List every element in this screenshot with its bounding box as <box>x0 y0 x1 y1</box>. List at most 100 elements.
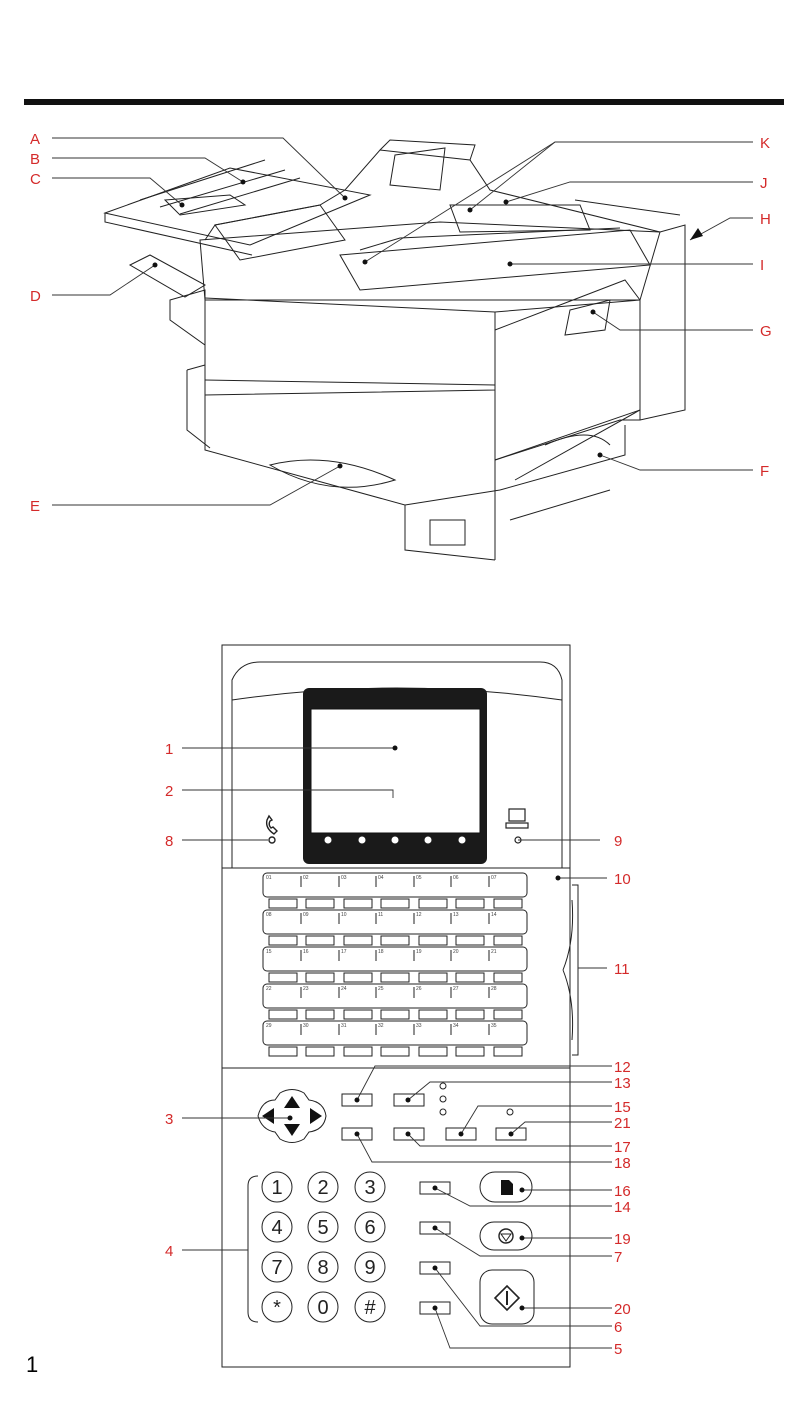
one-touch-key[interactable] <box>343 1046 373 1057</box>
arrow-up-icon[interactable] <box>284 1096 300 1108</box>
label-18: 18 <box>614 1155 631 1172</box>
navigation-keys[interactable] <box>257 1089 327 1143</box>
bell-icon <box>457 819 467 829</box>
one-touch-key[interactable] <box>380 1009 410 1020</box>
one-touch-key[interactable] <box>493 1009 523 1020</box>
memory-number: 08 <box>266 912 272 918</box>
memory-number: 20 <box>453 949 459 955</box>
keypad-key-label: 9 <box>364 1257 375 1279</box>
one-touch-key[interactable] <box>343 898 373 909</box>
one-touch-key[interactable] <box>380 972 410 983</box>
one-touch-key[interactable] <box>305 898 335 909</box>
label-14: 14 <box>614 1199 631 1216</box>
printer-leader-lines <box>52 137 753 506</box>
memory-number: 34 <box>453 1023 459 1029</box>
one-touch-key[interactable] <box>343 1009 373 1020</box>
keypad-key[interactable] <box>261 1291 293 1323</box>
keypad-key-label: 0 <box>317 1297 328 1319</box>
label-I: I <box>760 257 764 274</box>
function-keys[interactable] <box>341 1082 527 1315</box>
one-touch-key[interactable] <box>418 898 448 909</box>
one-touch-label-strip <box>262 983 528 1009</box>
memory-number: 23 <box>303 986 309 992</box>
paper-tray-icon <box>355 812 369 832</box>
one-touch-key[interactable] <box>418 1009 448 1020</box>
arrow-down-icon[interactable] <box>284 1124 300 1136</box>
keypad-key[interactable] <box>354 1291 386 1323</box>
one-touch-key[interactable] <box>493 898 523 909</box>
one-touch-key[interactable] <box>455 898 485 909</box>
one-touch-key[interactable] <box>493 1046 523 1057</box>
keypad-key[interactable] <box>261 1211 293 1243</box>
one-touch-key[interactable] <box>493 935 523 946</box>
one-touch-key[interactable] <box>268 898 298 909</box>
keypad-key[interactable] <box>307 1251 339 1283</box>
keypad-key-label: 3 <box>364 1177 375 1199</box>
one-touch-label-strip <box>262 909 528 935</box>
one-touch-key[interactable] <box>305 1046 335 1057</box>
one-touch-key[interactable] <box>493 972 523 983</box>
memory-number: 09 <box>303 912 309 918</box>
arrow-left-icon[interactable] <box>262 1108 274 1124</box>
one-touch-key[interactable] <box>268 1046 298 1057</box>
keypad-key[interactable] <box>307 1211 339 1243</box>
memory-number: 19 <box>416 949 422 955</box>
label-3: 3 <box>165 1111 173 1128</box>
one-touch-key[interactable] <box>343 972 373 983</box>
one-touch-key[interactable] <box>380 898 410 909</box>
one-touch-key[interactable] <box>305 935 335 946</box>
memory-number: 10 <box>341 912 347 918</box>
keypad-key[interactable] <box>261 1251 293 1283</box>
one-touch-key[interactable] <box>418 972 448 983</box>
one-touch-key[interactable] <box>455 972 485 983</box>
keypad-key-label: 2 <box>317 1177 328 1199</box>
keypad-key[interactable] <box>354 1171 386 1203</box>
one-touch-label-strip <box>262 946 528 972</box>
memory-number: 13 <box>453 912 459 918</box>
keypad-key-label: 5 <box>317 1217 328 1239</box>
label-B: B <box>30 151 40 168</box>
arrow-right-icon[interactable] <box>310 1108 322 1124</box>
one-touch-key[interactable] <box>380 935 410 946</box>
start-button[interactable] <box>479 1269 535 1325</box>
one-touch-key[interactable] <box>305 972 335 983</box>
one-touch-key[interactable] <box>455 935 485 946</box>
one-touch-key[interactable] <box>305 1009 335 1020</box>
memory-number: 24 <box>341 986 347 992</box>
one-touch-key[interactable] <box>268 1009 298 1020</box>
one-touch-key[interactable] <box>455 1046 485 1057</box>
copy-button[interactable] <box>479 1171 533 1203</box>
one-touch-key[interactable] <box>455 1009 485 1020</box>
one-touch-key[interactable] <box>418 1046 448 1057</box>
stop-button[interactable] <box>479 1221 533 1251</box>
memory-number: 15 <box>266 949 272 955</box>
memory-number: 11 <box>378 912 383 918</box>
memory-number: 03 <box>341 875 347 881</box>
printer-illustration <box>103 139 686 561</box>
one-touch-key[interactable] <box>268 935 298 946</box>
one-touch-key[interactable] <box>268 972 298 983</box>
label-K: K <box>760 135 770 152</box>
keypad-key[interactable] <box>307 1171 339 1203</box>
keypad-key[interactable] <box>261 1171 293 1203</box>
stop-icon <box>498 1228 514 1244</box>
label-10: 10 <box>614 871 631 888</box>
keypad-key[interactable] <box>354 1211 386 1243</box>
one-touch-key[interactable] <box>418 935 448 946</box>
keypad-key[interactable] <box>354 1251 386 1283</box>
memory-number: 30 <box>303 1023 309 1029</box>
one-touch-key[interactable] <box>343 935 373 946</box>
memory-number: 02 <box>303 875 309 881</box>
keypad-key[interactable] <box>307 1291 339 1323</box>
svg-text:8: 8 <box>320 820 327 835</box>
label-D: D <box>30 288 41 305</box>
memory-number: 17 <box>341 949 347 955</box>
label-5: 5 <box>614 1341 622 1358</box>
label-16: 16 <box>614 1183 631 1200</box>
memory-number: 18 <box>378 949 384 955</box>
memory-number: 06 <box>453 875 459 881</box>
one-touch-key[interactable] <box>380 1046 410 1057</box>
label-12: 12 <box>614 1059 631 1076</box>
